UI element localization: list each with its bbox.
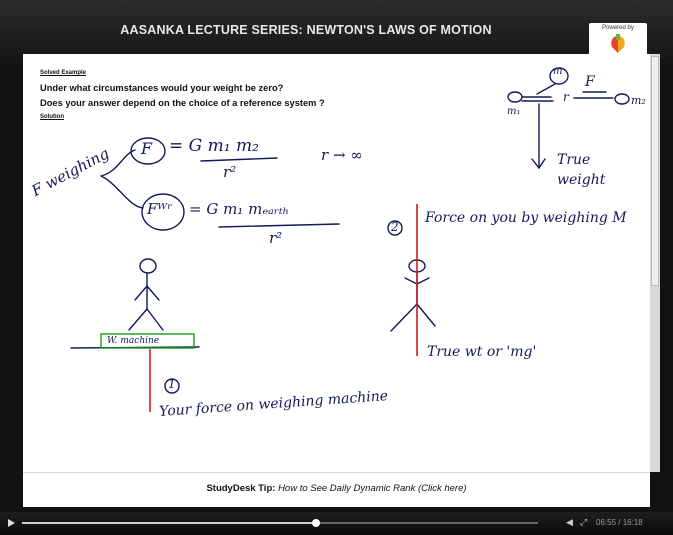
hw-label-2: 2 [391,220,399,234]
question-line-1: Under what circumstances would your weig… [40,83,284,93]
slide-scrollbar[interactable] [650,54,660,472]
fullscreen-icon[interactable]: ⤢ [580,517,588,527]
earth-fraction-line [218,223,340,228]
stick-leg-l [128,308,148,331]
time-readout: 06:55 / 16:18 [596,518,643,527]
studydesk-tip-bar: StudyDesk Tip: How to See Daily Dynamic … [23,472,650,507]
scroll-thumb[interactable] [651,56,659,286]
hw-fwr-symbol: Fᵂʳ [147,200,173,218]
hw-top-m1: m₁ [507,106,521,117]
dynabrand-logo-icon [611,34,625,53]
hw-earth-formula: = G m₁ mₑₐᵣₜₕ [189,200,290,218]
gravity-fraction-line [200,157,278,162]
lecture-slide: Solved Example Under what circumstances … [23,54,650,472]
tip-link[interactable]: How to See Daily Dynamic Rank (Click her… [278,483,467,494]
hw-true-weight-line: True wt or 'mg' [427,344,537,360]
label-circle-1 [164,378,180,394]
play-icon[interactable] [8,519,15,527]
stick2-leg-r [416,303,436,327]
lecture-title: AASANKA LECTURE SERIES: NEWTON'S LAWS OF… [120,23,492,37]
tip-text: StudyDesk Tip: How to See Daily Dynamic … [23,483,650,494]
hw-top-m2: m₂ [631,94,646,107]
seek-handle[interactable] [312,519,321,527]
true-weight-arrowhead [531,158,546,170]
question-line-2: Does your answer depend on the choice of… [40,98,325,108]
hw-label-1: 1 [168,377,176,391]
hw-f-symbol: F [141,139,153,158]
weighing-scale [100,333,195,349]
volume-icon[interactable]: ◀ [566,517,573,527]
hw-scale-label: W. machine [107,336,160,346]
top-mass-circle [549,67,569,85]
hw-top-true-weight: True weight [557,152,606,188]
handwriting-diagram [70,67,630,412]
stick-head [139,258,157,274]
hw-top-m: m [553,66,563,77]
top-string [536,83,556,95]
hw-top-f: F [585,74,595,90]
label-circle-2 [387,220,403,236]
stick2-arm-r [416,277,430,285]
top-m1 [507,91,523,103]
top-m2 [614,93,630,105]
stick2-arm-l [404,277,418,285]
seek-progress [22,522,317,524]
player-controls: ◀ ⤢ 06:55 / 16:18 [0,512,673,535]
stick-arm-l [134,285,148,301]
hw-gravity-denominator: r² [223,163,237,181]
f-circle [130,137,166,165]
stick-arm-r [146,285,160,301]
stick2-leg-l [390,303,418,332]
solved-example-label: Solved Example [40,70,87,76]
hw-earth-denominator: r² [269,229,283,247]
seek-bar[interactable] [22,519,538,527]
brace-curve [100,149,144,209]
hw-r-to-infinity: r → ∞ [321,146,363,164]
hw-top-r: r [563,90,569,104]
tip-label: StudyDesk Tip: [206,483,276,494]
solution-label: Solution [40,114,64,120]
hw-force-on-you: Force on you by weighing M [425,210,627,226]
hw-gravity-formula: = G m₁ m₂ [169,136,259,156]
stick-leg-r [146,308,164,331]
fwr-circle [141,193,185,231]
powered-by-label: Powered by [602,25,634,31]
